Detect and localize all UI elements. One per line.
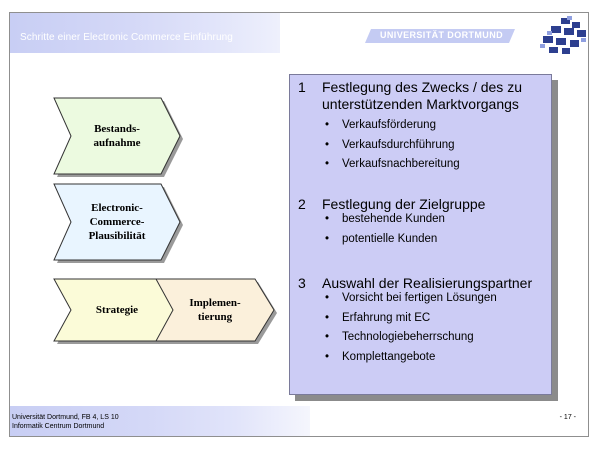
bullet-text: bestehende Kunden	[342, 213, 445, 225]
section-title: Festlegung des Zwecks / des zu unterstüt…	[322, 79, 522, 112]
bullet-text: Verkaufsförderung	[342, 119, 436, 131]
section-number: 1	[298, 79, 306, 95]
bullet-text: Verkaufsnachbereitung	[342, 158, 460, 170]
university-name: UNIVERSITÄT DORTMUND	[380, 30, 503, 40]
chevron-bestandsaufnahme: Bestands- aufnahme	[53, 97, 183, 177]
bullet-icon: •	[325, 292, 330, 304]
chevron-label: Strategie	[95, 304, 139, 316]
chevron-implementierung: Implemen- tierung	[155, 278, 277, 344]
bullet-icon: •	[325, 331, 330, 343]
chevron-ec-plausibilitaet: Electronic- Commerce- Plausibilität	[53, 183, 183, 263]
footer-gradient	[10, 406, 310, 436]
university-banner	[365, 29, 515, 43]
slide-header: Schritte einer Electronic Commerce Einfü…	[10, 13, 588, 55]
bullet-icon: •	[325, 213, 330, 225]
chevron-label: Electronic- Commerce- Plausibilität	[88, 202, 146, 242]
bullet-icon: •	[325, 311, 330, 324]
chevron-label: Bestands- aufnahme	[93, 123, 141, 149]
bullet-text: Komplettangebote	[342, 350, 436, 363]
bullet-icon: •	[325, 158, 330, 170]
section-title: Auswahl der Realisierungspartner	[322, 275, 533, 291]
bullet-text: Erfahrung mit EC	[342, 311, 431, 324]
bullet-icon: •	[325, 350, 330, 363]
bullet-icon: •	[325, 232, 330, 245]
header-gradient	[10, 13, 280, 53]
bullet-text: Vorsicht bei fertigen Lösungen	[342, 292, 497, 304]
section-number: 2	[298, 196, 306, 212]
bullet-icon: •	[325, 119, 330, 131]
slide-footer: Universität Dortmund, FB 4, LS 10 Inform…	[10, 406, 588, 436]
bullet-text: potentielle Kunden	[342, 232, 438, 245]
page-number: - 17 -	[559, 414, 576, 421]
footer-institute: Informatik Centrum Dortmund	[12, 423, 105, 430]
section-number: 3	[298, 275, 306, 291]
bullet-text: Verkaufsdurchführung	[342, 138, 455, 151]
footer-affiliation: Universität Dortmund, FB 4, LS 10	[12, 414, 119, 421]
content-panel: 1 Festlegung des Zwecks / des zu unterstü…	[289, 74, 552, 395]
bullet-icon: •	[325, 138, 330, 151]
chevron-label: Implemen- tierung	[189, 297, 241, 323]
slide-title: Schritte einer Electronic Commerce Einfü…	[20, 32, 233, 43]
section-title: Festlegung der Zielgruppe	[322, 196, 486, 212]
university-logo-icon	[540, 16, 586, 54]
bullet-text: Technologiebeherrschung	[342, 331, 474, 343]
